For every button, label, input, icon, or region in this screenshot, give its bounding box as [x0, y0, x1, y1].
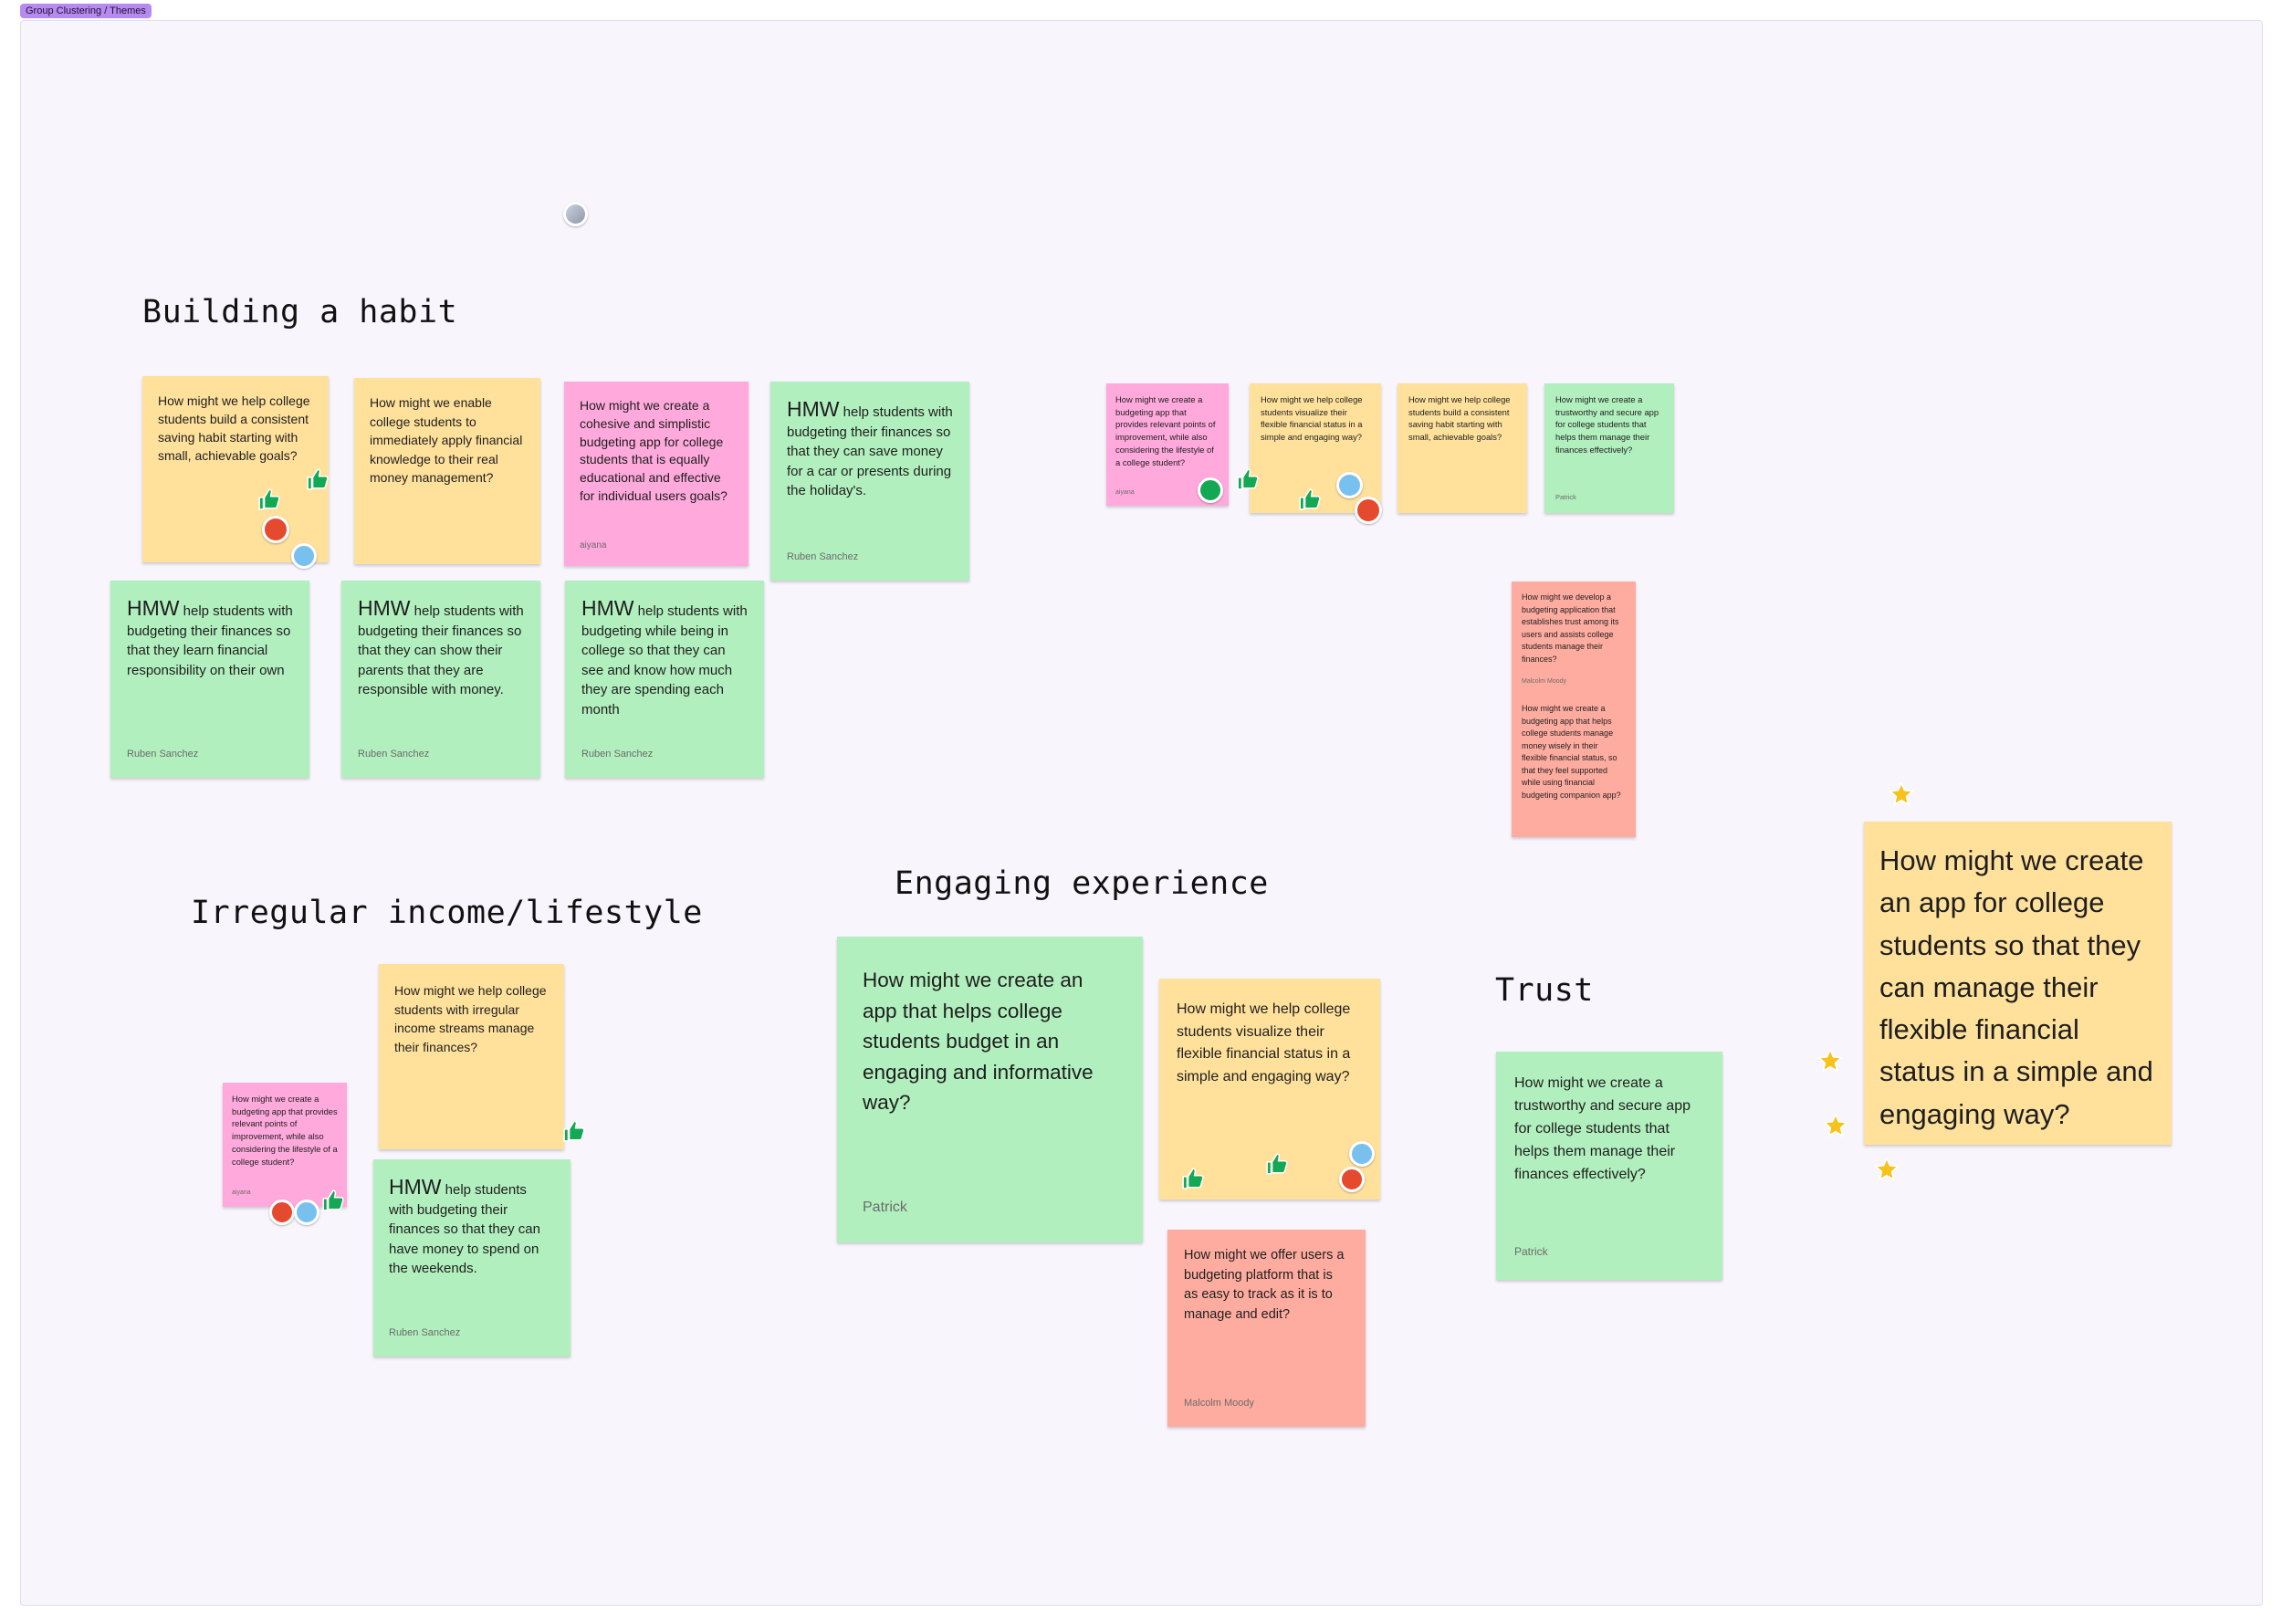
- sticky-body: help students with budgeting while being…: [581, 603, 748, 718]
- sticky-author: Patrick: [1514, 1245, 1548, 1258]
- sticky-note[interactable]: How might we create an app that helps co…: [837, 937, 1143, 1242]
- sticky-author: Malcolm Moody: [1522, 678, 1567, 685]
- sticky-body: help students with budgeting their finan…: [358, 603, 524, 697]
- star-icon[interactable]: [1873, 1156, 1900, 1183]
- sticky-author: Ruben Sanchez: [581, 749, 654, 760]
- hmw-prefix: HMW: [127, 596, 180, 620]
- sticky-text: How might we create a cohesive and simpl…: [580, 398, 728, 503]
- sticky-text: How might we create a trustworthy and se…: [1555, 394, 1659, 455]
- sticky-note[interactable]: HMW help students with budgeting while b…: [565, 581, 764, 778]
- sticky-text: How might we create a budgeting app that…: [1522, 704, 1621, 800]
- sticky-author: aiyana: [232, 1189, 251, 1196]
- sticky-note[interactable]: How might we develop a budgeting applica…: [1512, 581, 1636, 837]
- thumbs-up-icon[interactable]: [1265, 1152, 1289, 1176]
- sticky-text: How might we create a budgeting app that…: [232, 1094, 338, 1167]
- sticky-note[interactable]: How might we enable college students to …: [354, 378, 540, 564]
- thumbs-up-icon[interactable]: [1181, 1167, 1205, 1190]
- thumbs-up-icon[interactable]: [1236, 467, 1260, 491]
- thumbs-up-icon[interactable]: [257, 487, 281, 511]
- sticky-author: Malcolm Moody: [1184, 1398, 1255, 1409]
- hmw-prefix: HMW: [389, 1175, 442, 1199]
- sticky-note[interactable]: How might we create a trustworthy and se…: [1496, 1052, 1722, 1280]
- sticky-note[interactable]: How might we help college students build…: [1397, 383, 1527, 513]
- sticky-text: How might we create a trustworthy and se…: [1514, 1075, 1691, 1182]
- sticky-note[interactable]: How might we offer users a budgeting pla…: [1167, 1230, 1366, 1427]
- sticky-text: How might we create an app that helps co…: [863, 969, 1094, 1114]
- heading-engaging-experience[interactable]: Engaging experience: [895, 865, 1269, 902]
- sticky-author: aiyana: [580, 540, 607, 550]
- dot-sticker-icon[interactable]: [269, 1200, 295, 1225]
- sticky-author: Ruben Sanchez: [127, 749, 199, 760]
- sticky-note[interactable]: How might we help college students build…: [142, 376, 329, 562]
- dot-sticker-icon[interactable]: [1198, 477, 1223, 503]
- sticky-text: HMW help students with budgeting their f…: [127, 596, 293, 680]
- sticky-text: HMW help students with budgeting while b…: [581, 596, 748, 719]
- sticky-author: aiyana: [1115, 489, 1135, 496]
- hmw-prefix: HMW: [581, 596, 634, 620]
- dot-sticker-icon[interactable]: [262, 516, 289, 543]
- thumbs-up-icon[interactable]: [321, 1189, 345, 1212]
- heading-trust[interactable]: Trust: [1495, 972, 1594, 1009]
- sticky-note[interactable]: HMW help students with budgeting their f…: [341, 581, 540, 778]
- sticky-body: help students with budgeting their finan…: [389, 1182, 540, 1276]
- dot-sticker-icon[interactable]: [563, 202, 588, 226]
- heading-irregular-income[interactable]: Irregular income/lifestyle: [191, 895, 703, 931]
- sticky-author: Patrick: [863, 1200, 907, 1215]
- board-frame[interactable]: [20, 20, 2263, 1606]
- thumbs-up-icon[interactable]: [562, 1119, 586, 1143]
- star-icon[interactable]: [1816, 1047, 1844, 1074]
- sticky-text: How might we help college students build…: [1408, 394, 1511, 443]
- sticky-text: HMW help students with budgeting their f…: [358, 596, 524, 700]
- dot-sticker-icon[interactable]: [1339, 1167, 1365, 1192]
- sticky-note[interactable]: HMW help students with budgeting their f…: [770, 382, 969, 581]
- star-icon[interactable]: [1822, 1112, 1849, 1139]
- dot-sticker-icon[interactable]: [1355, 497, 1382, 524]
- sticky-note-starred[interactable]: How might we create an app for college s…: [1864, 822, 2172, 1145]
- sticky-text: HMW help students with budgeting their f…: [787, 397, 953, 501]
- sticky-text: How might we create an app for college s…: [1879, 844, 2153, 1130]
- thumbs-up-icon[interactable]: [1298, 487, 1322, 511]
- sticky-author: Ruben Sanchez: [358, 749, 430, 760]
- sticky-text: HMW help students with budgeting their f…: [389, 1175, 554, 1279]
- sticky-author: Ruben Sanchez: [787, 551, 859, 562]
- sticky-author: Patrick: [1555, 493, 1576, 501]
- sticky-text: How might we help college students build…: [158, 393, 310, 463]
- sticky-note[interactable]: How might we help college students with …: [379, 964, 564, 1149]
- sticky-note[interactable]: How might we create a cohesive and simpl…: [564, 382, 748, 566]
- sticky-note[interactable]: HMW help students with budgeting their f…: [373, 1159, 570, 1357]
- sticky-text: How might we help college students visua…: [1177, 1001, 1351, 1084]
- frame-label[interactable]: Group Clustering / Themes: [20, 4, 152, 18]
- sticky-note[interactable]: How might we create a trustworthy and se…: [1544, 383, 1674, 513]
- sticky-text: How might we create a budgeting app that…: [1115, 394, 1216, 467]
- dot-sticker-icon[interactable]: [294, 1200, 319, 1225]
- sticky-note[interactable]: How might we create a budgeting app that…: [223, 1083, 347, 1207]
- star-icon[interactable]: [1888, 781, 1915, 808]
- thumbs-up-icon[interactable]: [306, 467, 330, 491]
- dot-sticker-icon[interactable]: [1349, 1141, 1375, 1167]
- sticky-text: How might we develop a budgeting applica…: [1522, 592, 1619, 664]
- hmw-prefix: HMW: [787, 397, 840, 421]
- sticky-text: How might we help college students with …: [394, 983, 547, 1054]
- heading-building-a-habit[interactable]: Building a habit: [142, 294, 458, 330]
- sticky-note[interactable]: How might we create a budgeting app that…: [1106, 383, 1229, 506]
- sticky-note[interactable]: HMW help students with budgeting their f…: [110, 581, 309, 778]
- sticky-author: Ruben Sanchez: [389, 1327, 461, 1338]
- sticky-text: How might we enable college students to …: [370, 395, 523, 485]
- dot-sticker-icon[interactable]: [291, 543, 317, 569]
- dot-sticker-icon[interactable]: [1336, 472, 1363, 498]
- hmw-prefix: HMW: [358, 596, 411, 620]
- sticky-text: How might we offer users a budgeting pla…: [1184, 1248, 1345, 1322]
- sticky-body: help students with budgeting their finan…: [127, 603, 293, 678]
- sticky-text: How might we help college students visua…: [1261, 394, 1363, 443]
- sticky-body: help students with budgeting their finan…: [787, 404, 953, 498]
